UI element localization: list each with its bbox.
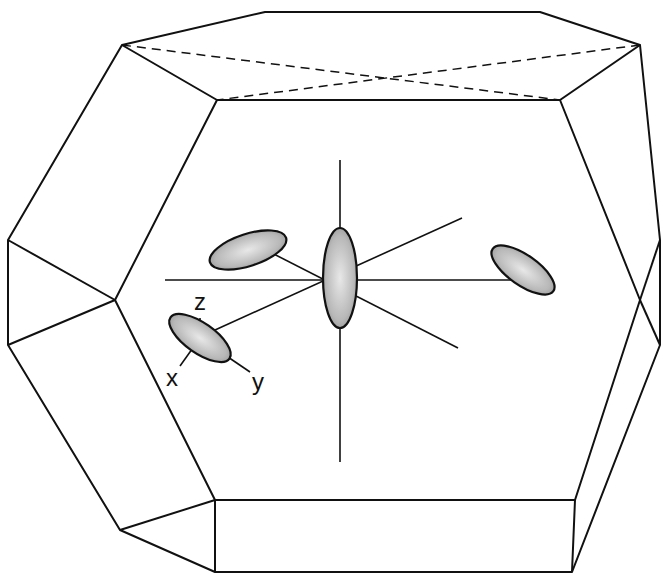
dashed-diagonal bbox=[122, 45, 560, 100]
bottom-face bbox=[215, 500, 575, 572]
left-outline bbox=[8, 45, 215, 572]
right-outline bbox=[572, 45, 660, 572]
edge bbox=[8, 240, 115, 300]
ellipsoid bbox=[205, 222, 291, 277]
edge bbox=[640, 300, 660, 345]
ellipsoid bbox=[162, 305, 238, 371]
ellipsoid bbox=[323, 228, 357, 328]
front-hexagon bbox=[115, 100, 640, 500]
axis-label: y bbox=[252, 370, 264, 394]
edge bbox=[120, 500, 215, 530]
edge bbox=[8, 300, 115, 345]
axis-line bbox=[262, 248, 458, 348]
ellipsoid bbox=[484, 236, 562, 303]
top-face bbox=[122, 12, 640, 100]
edge bbox=[640, 240, 660, 300]
axis-label: z bbox=[194, 290, 206, 314]
axis-label: x bbox=[166, 366, 178, 390]
dashed-diagonal bbox=[217, 45, 640, 100]
